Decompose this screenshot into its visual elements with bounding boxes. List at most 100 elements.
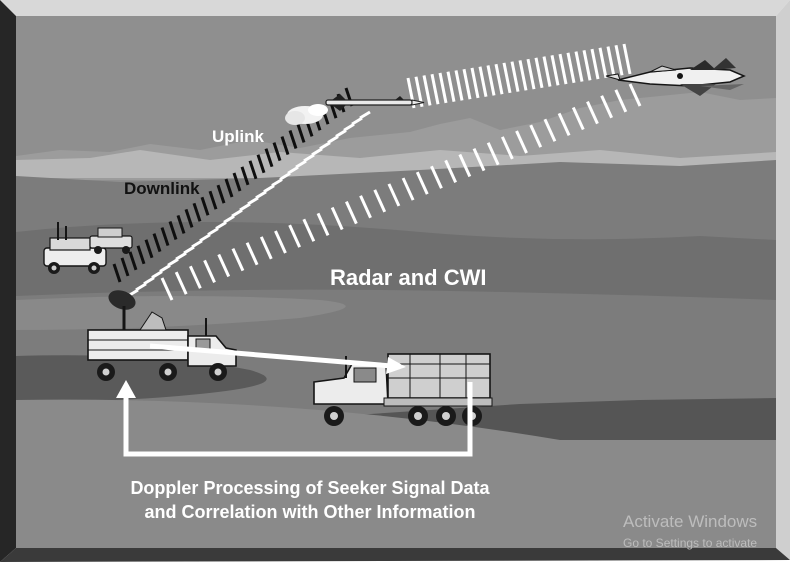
uplink-beam-stripe xyxy=(239,202,251,212)
downlink-beam-stripe xyxy=(272,142,282,162)
uplink-beam-stripe xyxy=(343,122,355,132)
uplink-beam-stripe xyxy=(335,129,347,138)
radar-beam-stripe xyxy=(401,177,415,201)
radar-beam-stripe xyxy=(622,43,632,75)
downlink-beam-stripe xyxy=(176,214,186,234)
downlink-beam-stripe xyxy=(288,130,298,149)
downlink-beam-stripe xyxy=(280,136,290,156)
uplink-beam-stripe xyxy=(359,110,371,120)
radar-beam-stripe xyxy=(430,165,443,189)
radar-beam-stripe xyxy=(174,271,188,295)
radar-beam-stripe xyxy=(259,236,273,260)
feedback-loop-arrow xyxy=(116,380,473,457)
uplink-beam-stripe xyxy=(255,190,267,200)
frame-left-bevel xyxy=(0,0,16,562)
downlink-beam-stripe xyxy=(264,148,274,168)
radar-beam-stripe xyxy=(422,75,432,106)
radar-beam-stripe xyxy=(558,53,568,85)
radar-beam-stripe xyxy=(526,58,536,90)
jet-aircraft-icon xyxy=(605,58,746,96)
uplink-beam-stripe xyxy=(319,141,331,150)
radar-beam-stripe xyxy=(462,68,472,100)
downlink-beam-stripe xyxy=(296,123,306,143)
radar-beam-stripe xyxy=(628,83,642,107)
radar-beam-stripe xyxy=(598,47,608,79)
uplink-beam-stripe xyxy=(199,233,211,243)
downlink-beam-stripe xyxy=(120,257,130,277)
radar-beam-stripe xyxy=(203,259,216,283)
radar-cwi-label: Radar and CWI xyxy=(330,265,487,290)
radar-beam-stripe xyxy=(614,44,624,76)
downlink-beam-stripe xyxy=(160,227,170,247)
radar-beam-stripe xyxy=(543,118,557,142)
radar-beam-stripe xyxy=(344,200,358,225)
downlink-beam-stripe xyxy=(128,251,138,271)
downlink-beam-stripe xyxy=(224,178,234,198)
radar-beam-stripe xyxy=(500,136,514,160)
radar-beam-stripe xyxy=(582,50,592,81)
downlink-beam-stripe xyxy=(112,263,122,283)
uplink-beam-stripe xyxy=(183,245,195,255)
downlink-beam-stripe xyxy=(232,172,242,192)
radar-beam-stripe xyxy=(302,218,316,242)
radar-beam-stripe xyxy=(502,62,512,94)
radar-beam-stripe xyxy=(359,195,372,219)
uplink-beam-stripe xyxy=(311,147,323,157)
radar-truck-icon xyxy=(87,290,237,381)
frame-right-bevel xyxy=(776,0,790,560)
radar-beam-stripe xyxy=(387,183,401,207)
ground-foreground xyxy=(16,399,776,548)
radar-beam-stripe xyxy=(444,159,458,184)
uplink-beam-stripe xyxy=(279,172,291,181)
radar-beam-stripe xyxy=(188,265,202,289)
radar-beam-stripe xyxy=(430,73,440,105)
activation-watermark-hint: Go to Settings to activate xyxy=(623,536,758,550)
radar-beam-stripe xyxy=(160,277,174,301)
ground-band-2 xyxy=(16,296,346,330)
radar-beam-stripe xyxy=(571,106,585,131)
uplink-beam-stripe xyxy=(351,116,363,126)
downlink-beam-stripe xyxy=(184,208,194,228)
downlink-beam-stripe xyxy=(136,245,146,265)
caption: Doppler Processing of Seeker Signal Data… xyxy=(60,476,560,524)
radar-beam-stripe xyxy=(486,142,500,166)
downlink-beam-stripe xyxy=(208,190,218,210)
downlink-beam-stripe xyxy=(240,166,250,186)
radar-beam-stripe xyxy=(557,112,571,137)
radar-beam-stripe xyxy=(586,101,599,125)
ground-band-1 xyxy=(16,222,776,300)
uplink-beam-stripe xyxy=(175,251,187,261)
frame-top-bevel xyxy=(0,0,790,16)
downlink-beam-stripe xyxy=(200,196,210,216)
uplink-beam-stripe xyxy=(231,208,243,218)
downlink-beam-stripe xyxy=(256,154,266,174)
radar-beam-stripe xyxy=(316,212,330,236)
radar-beam-stripe xyxy=(454,70,464,101)
activation-watermark-title: Activate Windows xyxy=(623,512,758,531)
uplink-beam-stripe xyxy=(247,196,259,206)
uplink-beam-stripe xyxy=(263,184,275,193)
radar-beam-stripe xyxy=(529,124,543,148)
radar-beam-stripe xyxy=(590,48,600,80)
uplink-beam-stripe xyxy=(271,178,283,187)
downlink-label: Downlink xyxy=(124,179,200,198)
radar-beam-stripe xyxy=(486,65,496,96)
radar-beam-stripe xyxy=(518,60,528,91)
radar-beam-stripe xyxy=(606,46,616,77)
downlink-beam-stripe xyxy=(192,202,202,222)
uplink-beam-stripe xyxy=(207,227,219,236)
downlink-beam-stripe xyxy=(152,233,162,253)
radar-beam-stripe xyxy=(438,72,448,104)
radar-beam-stripe xyxy=(478,66,488,97)
uplink-beam-stripe xyxy=(135,282,147,292)
uplink-beam-stripe xyxy=(215,221,227,230)
radar-beam-stripe xyxy=(231,247,245,272)
humvee-icon xyxy=(89,227,133,254)
downlink-beam-stripe xyxy=(248,160,258,180)
uplink-beam-stripe xyxy=(327,135,339,144)
uplink-beam-stripe xyxy=(151,270,163,279)
radar-beam-stripe xyxy=(494,63,504,95)
downlink-beam-stripe xyxy=(168,221,178,240)
uplink-beam-stripe xyxy=(143,276,155,286)
